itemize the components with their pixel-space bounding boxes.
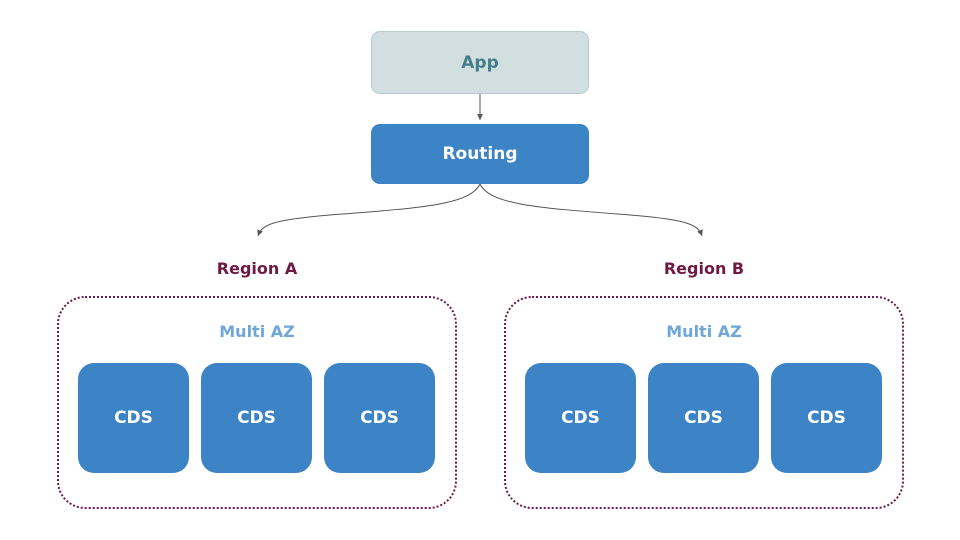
region-a-cds-node: CDS <box>201 363 312 473</box>
region-a-container <box>57 296 457 509</box>
routing-node-label: Routing <box>442 144 518 164</box>
cds-label: CDS <box>360 408 399 428</box>
app-node: App <box>371 31 589 94</box>
region-b-label: Region B <box>663 259 745 278</box>
region-b-az-label: Multi AZ <box>666 322 742 341</box>
edge-routing-to-region-a <box>257 183 481 237</box>
app-node-label: App <box>461 52 499 73</box>
region-b-container <box>504 296 904 509</box>
cds-label: CDS <box>237 408 276 428</box>
cds-label: CDS <box>114 408 153 428</box>
cds-label: CDS <box>684 408 723 428</box>
region-a-az-label: Multi AZ <box>219 322 295 341</box>
routing-node: Routing <box>371 124 589 184</box>
region-b-cds-node: CDS <box>525 363 636 473</box>
cds-label: CDS <box>561 408 600 428</box>
region-a-label: Region A <box>216 259 298 278</box>
region-b-cds-node: CDS <box>771 363 882 473</box>
region-a-cds-node: CDS <box>324 363 435 473</box>
cds-label: CDS <box>807 408 846 428</box>
region-b-cds-node: CDS <box>648 363 759 473</box>
region-a-cds-node: CDS <box>78 363 189 473</box>
edge-routing-to-region-b <box>479 183 703 237</box>
